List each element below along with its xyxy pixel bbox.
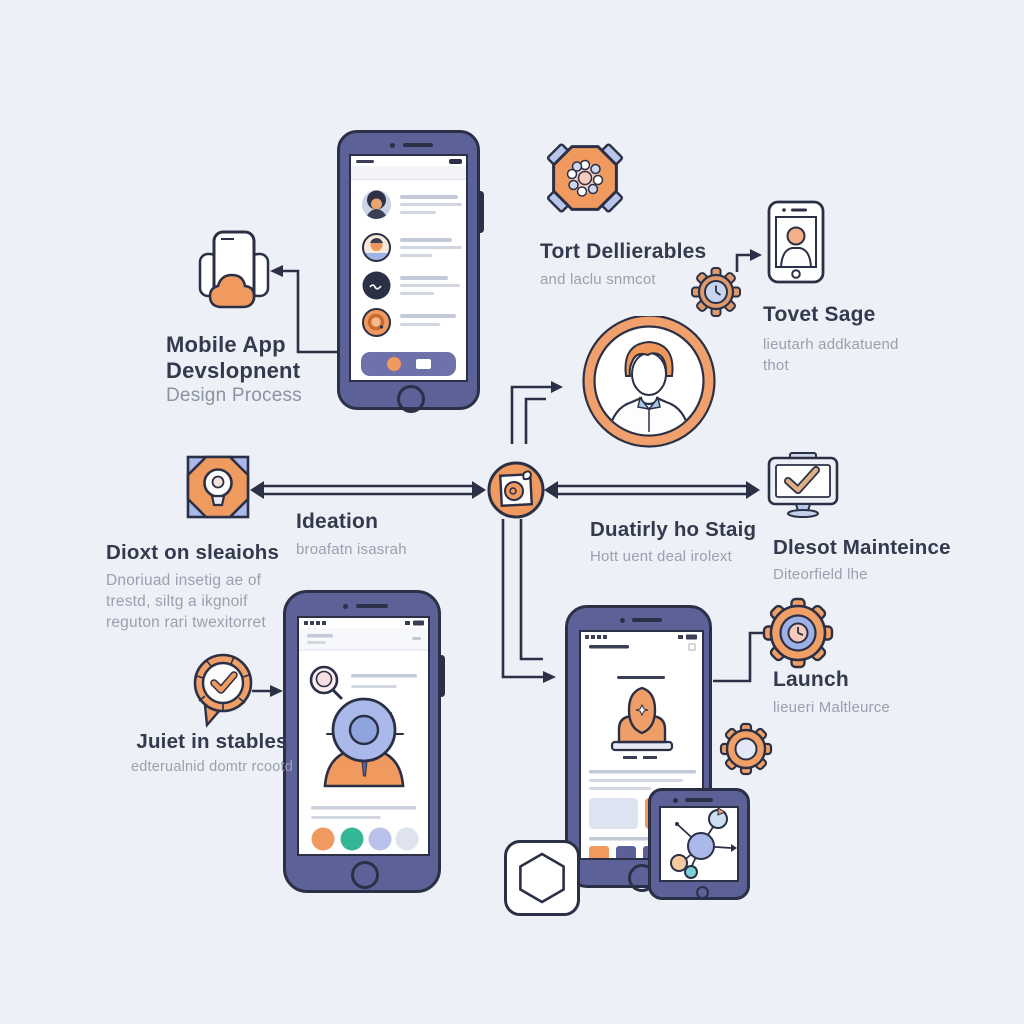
contacts-screen: [349, 154, 468, 382]
speaker-bar: [356, 604, 388, 608]
camera-dot: [343, 604, 348, 609]
connector-phone-to-cloud: [283, 269, 338, 354]
contact-avatar-logo: [362, 271, 391, 300]
launch-label: Launch lieueri Maltleurce: [773, 668, 890, 716]
search-phone-mockup: [283, 590, 445, 893]
ideation-title: Ideation: [296, 510, 379, 533]
nav-orange-dot: [387, 357, 401, 371]
deliverables-title: Tort Dellierables: [540, 240, 707, 263]
contact-avatar-badge: [362, 308, 391, 337]
target-stage-subtitle1: lieutarh addkatuend: [763, 336, 899, 353]
user-avatar-circle: [582, 316, 716, 448]
ideation-subtitle: broafatn isasrah: [296, 541, 407, 558]
volume-button: [477, 191, 484, 233]
cloud-phone-icon: [198, 230, 270, 312]
user-testing-label: Juiet in stables edterualnid domtr rcoot…: [97, 730, 327, 775]
hub-camera-icon: [486, 460, 546, 520]
title-subtitle: Design Process: [166, 385, 302, 406]
user-testing-title: Juiet in stables: [136, 730, 288, 753]
screen-header-band: [351, 166, 466, 180]
hexagon-app-icon: [504, 840, 580, 916]
deliverables-subtitle: and laclu snmcot: [540, 271, 656, 288]
statusbar-battery: [449, 159, 462, 164]
connector-hub-avatar: [510, 385, 551, 444]
camera-dot: [390, 143, 395, 148]
target-stage-title: Tovet Sage: [763, 303, 876, 326]
discovery-line2: trestd, siltg a ikgnoif: [106, 593, 248, 610]
user-testing-subtitle: edterualnid domtr rcootd: [131, 759, 293, 775]
bottom-nav-bar: [361, 352, 456, 376]
contact-avatar-photo: [362, 190, 391, 219]
profile-phone-icon: [767, 200, 825, 284]
network-screen: [659, 806, 739, 882]
home-button: [351, 861, 379, 889]
discovery-line1: Dnoriuad insetig ae of: [106, 572, 262, 589]
quality-title: Duatirly ho Staig: [590, 518, 757, 541]
contact-row: [351, 308, 466, 338]
contact-row: [351, 271, 466, 301]
discovery-sessions-label: Dioxt on sleaiohs Dnoriuad insetig ae of…: [106, 541, 279, 633]
statusbar-left: [356, 160, 374, 163]
title-line2: Devslopnent: [166, 358, 301, 383]
title-line1: Mobile App: [166, 332, 286, 357]
lightbulb-icon: [181, 451, 255, 523]
discovery-title: Dioxt on sleaiohs: [106, 541, 280, 564]
maintenance-title: Dlesot Mainteince: [773, 536, 951, 559]
speaker-bar: [403, 143, 433, 147]
speaker-bar: [685, 798, 713, 802]
quality-stage-label: Duatirly ho Staig Hott uent deal irolext: [590, 518, 756, 565]
maintenance-label: Dlesot Mainteince Diteorfield lhe: [773, 536, 951, 583]
volume-button: [438, 655, 445, 697]
camera-dot: [673, 798, 678, 803]
target-stage-label: Tovet Sage lieutarh addkatuend thot: [763, 303, 899, 376]
discovery-line3: reguton rari twexitorret: [106, 614, 266, 631]
search-screen: [297, 616, 430, 856]
diagram-title: Mobile App Devslopnent Design Process: [166, 332, 302, 408]
home-button: [696, 886, 709, 899]
maintenance-subtitle: Diteorfield lhe: [773, 566, 868, 583]
monitor-check-icon: [766, 452, 840, 518]
contact-row: [351, 233, 466, 263]
check-badge-icon: [189, 651, 259, 729]
quality-subtitle: Hott uent deal irolext: [590, 548, 732, 565]
contact-avatar-desk: [362, 233, 391, 262]
deliverables-label: Tort Dellierables and laclu snmcot: [540, 240, 706, 288]
home-button: [397, 385, 425, 413]
speaker-bar: [632, 618, 662, 622]
connector-gear-to-phone: [735, 253, 750, 272]
nav-white-chip: [416, 359, 431, 369]
gear-clock-icon: [690, 266, 742, 318]
launch-title: Launch: [773, 668, 849, 691]
target-stage-subtitle2: thot: [763, 357, 789, 374]
launch-gear-icon: [762, 597, 834, 669]
contact-row: [351, 190, 466, 220]
network-tablet-mockup: [648, 788, 750, 900]
octagon-gear-icon: [544, 139, 626, 219]
camera-dot: [620, 618, 625, 623]
connector-hub-phone: [501, 519, 543, 679]
small-gear-icon: [719, 722, 773, 776]
launch-subtitle: lieueri Maltleurce: [773, 699, 890, 716]
contacts-phone-mockup: [337, 130, 484, 413]
ideation-label: Ideation broafatn isasrah: [296, 510, 407, 558]
connector-phone-to-launch: [713, 631, 763, 683]
